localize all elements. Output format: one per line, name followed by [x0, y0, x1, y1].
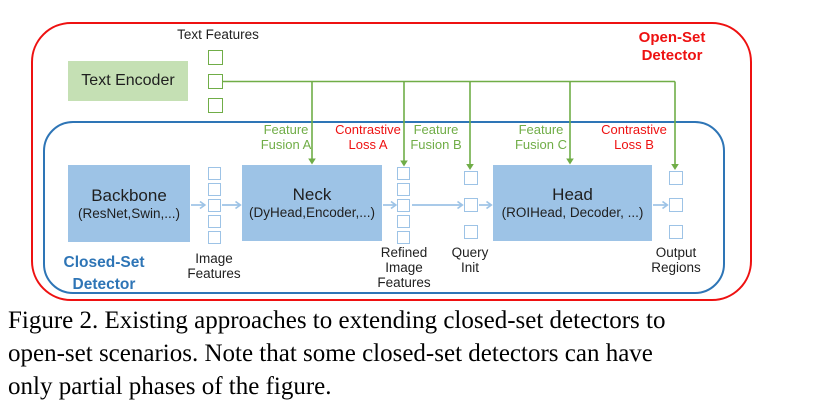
feature-fusion-a-line1: Feature	[263, 122, 309, 137]
image-feature-token	[208, 183, 221, 196]
open-set-detector-label: Open-Set Detector	[612, 29, 732, 65]
open-set-detector-frame	[31, 22, 752, 301]
contrastive-loss-b-line1: Contrastive	[601, 122, 667, 137]
output-region-token	[669, 198, 683, 212]
contrastive-loss-a-line2: Loss A	[348, 137, 388, 152]
contrastive-loss-a-label: Contrastive Loss A	[327, 122, 409, 152]
query-init-label: Query Init	[430, 245, 510, 275]
output-region-token	[669, 225, 683, 239]
refined-image-features-line1: Refined	[380, 245, 428, 260]
backbone-block: Backbone (ResNet,Swin,...)	[68, 165, 190, 242]
image-feature-token	[208, 167, 221, 180]
image-features-label: Image Features	[174, 251, 254, 281]
caption-line: only partial phases of the figure.	[8, 373, 332, 400]
query-init-token	[464, 171, 478, 185]
query-init-token	[464, 198, 478, 212]
head-title: Head	[552, 185, 593, 205]
refined-image-feature-token	[397, 167, 410, 180]
figure-caption: Figure 2. Existing approaches to extendi…	[8, 304, 820, 403]
contrastive-loss-b-label: Contrastive Loss B	[593, 122, 675, 152]
refined-image-feature-token	[397, 183, 410, 196]
output-regions-line2: Regions	[651, 260, 701, 275]
text-encoder-label: Text Encoder	[81, 72, 175, 89]
query-init-line2: Init	[460, 260, 479, 275]
refined-image-feature-token	[397, 215, 410, 228]
contrastive-loss-b-line2: Loss B	[614, 137, 654, 152]
text-encoder-box: Text Encoder	[68, 61, 188, 101]
output-regions-line1: Output	[655, 245, 697, 260]
feature-fusion-c-label: Feature Fusion C	[500, 122, 582, 152]
refined-image-feature-token	[397, 199, 410, 212]
head-subtitle: (ROIHead, Decoder, ...)	[501, 205, 644, 221]
text-feature-token	[208, 98, 223, 113]
neck-subtitle: (DyHead,Encoder,...)	[248, 205, 376, 221]
feature-fusion-c-line1: Feature	[518, 122, 564, 137]
backbone-subtitle: (ResNet,Swin,...)	[77, 205, 181, 221]
open-set-detector-label-line1: Open-Set	[638, 29, 706, 46]
backbone-title: Backbone	[91, 185, 167, 205]
closed-set-detector-label: Closed-Set Detector	[48, 252, 160, 296]
image-features-line2: Features	[187, 266, 241, 281]
contrastive-loss-a-line1: Contrastive	[335, 122, 401, 137]
feature-fusion-c-line2: Fusion C	[514, 137, 568, 152]
refined-image-features-line3: Features	[377, 275, 431, 290]
closed-set-detector-frame	[43, 121, 725, 294]
feature-fusion-b-line2: Fusion B	[410, 137, 462, 152]
refined-image-feature-token	[397, 231, 410, 244]
refined-image-features-label: Refined Image Features	[364, 245, 444, 290]
text-feature-token	[208, 74, 223, 89]
image-feature-token	[208, 231, 221, 244]
refined-image-features-line2: Image	[385, 260, 423, 275]
neck-title: Neck	[292, 185, 332, 205]
closed-set-detector-label-line2: Detector	[72, 276, 136, 293]
image-features-line1: Image	[195, 251, 233, 266]
image-feature-token	[208, 199, 221, 212]
text-features-label: Text Features	[177, 27, 259, 42]
caption-line: open-set scenarios. Note that some close…	[8, 340, 653, 367]
caption-line: Figure 2. Existing approaches to extendi…	[8, 307, 666, 334]
feature-fusion-a-line2: Fusion A	[260, 137, 312, 152]
text-feature-token	[208, 50, 223, 65]
neck-block: Neck (DyHead,Encoder,...)	[242, 165, 382, 241]
feature-fusion-a-label: Feature Fusion A	[246, 122, 326, 152]
output-regions-label: Output Regions	[636, 245, 716, 275]
open-set-detector-label-line2: Detector	[641, 47, 703, 64]
closed-set-detector-label-line1: Closed-Set	[63, 254, 145, 271]
feature-fusion-b-label: Feature Fusion B	[395, 122, 477, 152]
head-block: Head (ROIHead, Decoder, ...)	[493, 165, 652, 241]
output-region-token	[669, 171, 683, 185]
feature-fusion-b-line1: Feature	[413, 122, 459, 137]
query-init-token	[464, 225, 478, 239]
image-feature-token	[208, 215, 221, 228]
query-init-line1: Query	[451, 245, 489, 260]
